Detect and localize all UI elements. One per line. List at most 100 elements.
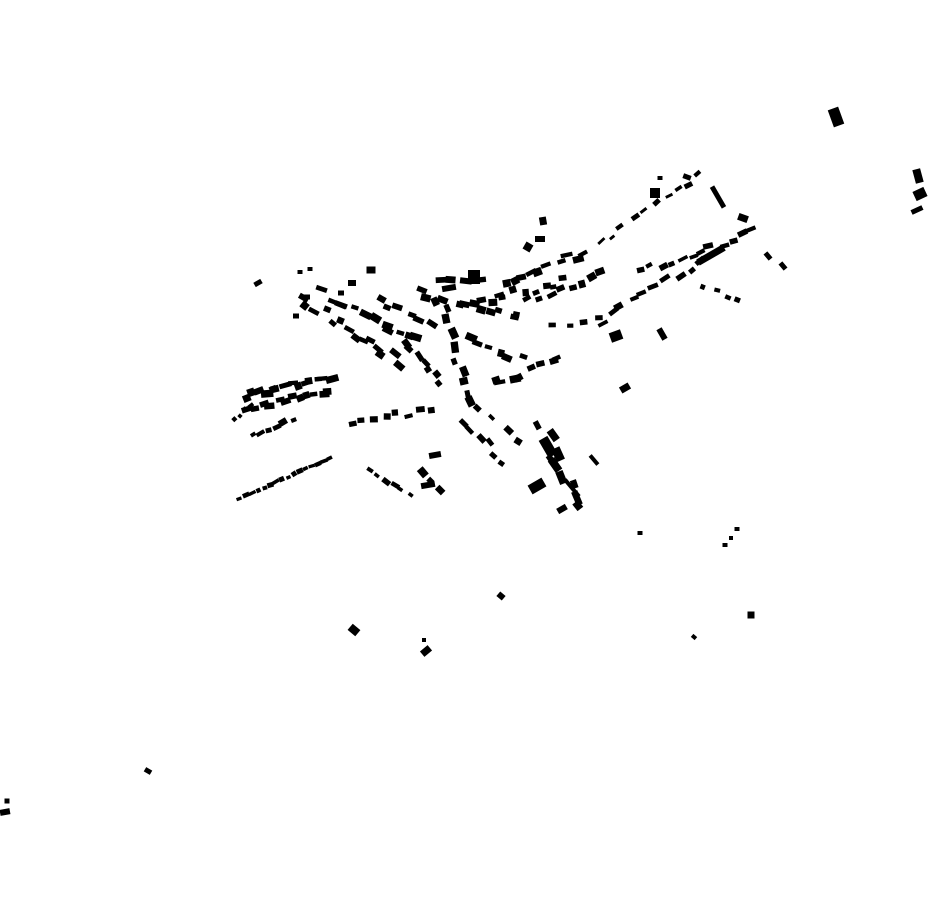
building	[615, 222, 624, 231]
building	[450, 357, 458, 366]
building	[532, 420, 542, 431]
building	[522, 288, 530, 297]
building	[389, 347, 402, 360]
building	[535, 236, 545, 242]
building	[667, 260, 676, 268]
building	[422, 638, 426, 642]
building	[512, 310, 521, 319]
building	[290, 470, 298, 478]
building	[503, 424, 515, 436]
building	[383, 413, 391, 420]
building	[526, 363, 537, 372]
building	[241, 491, 251, 499]
building	[508, 285, 518, 295]
building	[263, 402, 275, 410]
building	[531, 266, 543, 278]
building	[250, 405, 260, 413]
building	[366, 466, 374, 474]
building	[912, 168, 924, 184]
building	[336, 316, 345, 325]
building	[265, 427, 273, 434]
building	[350, 304, 360, 311]
building	[307, 306, 320, 316]
building	[522, 241, 534, 253]
building	[612, 301, 624, 312]
building	[496, 591, 506, 601]
building	[325, 373, 340, 384]
building	[247, 402, 255, 409]
building	[302, 390, 311, 400]
building	[458, 376, 469, 386]
building	[464, 424, 475, 435]
building	[747, 611, 755, 619]
building	[690, 633, 698, 641]
building	[253, 278, 263, 288]
building	[568, 284, 578, 292]
building	[695, 248, 706, 257]
building	[485, 307, 497, 317]
building	[696, 244, 726, 266]
building	[652, 197, 661, 207]
building	[519, 352, 528, 360]
building	[441, 313, 451, 325]
building	[277, 417, 289, 427]
building	[658, 261, 669, 272]
building	[235, 496, 243, 502]
building	[403, 343, 414, 354]
building	[699, 283, 706, 291]
building	[513, 372, 524, 383]
building	[309, 391, 318, 397]
building	[547, 456, 563, 474]
building	[408, 331, 423, 343]
building	[572, 500, 584, 512]
building	[248, 489, 257, 497]
building	[560, 251, 573, 259]
building	[430, 296, 440, 307]
building	[702, 242, 714, 250]
building	[404, 413, 414, 420]
building	[657, 176, 663, 180]
building	[374, 349, 386, 360]
building	[293, 313, 299, 319]
building	[656, 327, 668, 341]
building	[441, 283, 457, 293]
building	[369, 416, 378, 423]
building	[493, 379, 506, 386]
building	[736, 228, 749, 238]
building	[549, 284, 557, 290]
building	[546, 428, 560, 443]
building	[683, 181, 694, 190]
building	[297, 292, 310, 303]
building	[348, 420, 358, 428]
building	[396, 486, 404, 493]
building	[597, 319, 609, 328]
building	[237, 413, 243, 419]
building	[522, 294, 532, 303]
building	[416, 466, 429, 479]
building	[373, 472, 380, 479]
building	[381, 325, 394, 336]
building	[538, 216, 548, 226]
building	[420, 480, 436, 490]
building	[502, 278, 512, 288]
building	[304, 376, 313, 386]
building	[369, 312, 383, 325]
building	[295, 393, 305, 403]
building	[143, 767, 153, 775]
building	[475, 304, 487, 315]
building	[912, 186, 928, 202]
building	[262, 485, 268, 491]
building	[241, 406, 247, 412]
building	[459, 365, 470, 378]
building	[393, 359, 406, 372]
building	[447, 326, 460, 340]
building	[629, 294, 640, 302]
building	[635, 289, 647, 298]
building	[586, 271, 598, 283]
building	[322, 387, 332, 396]
building	[255, 487, 262, 494]
building	[322, 305, 332, 314]
building	[497, 459, 506, 468]
building	[546, 290, 558, 300]
building	[304, 294, 310, 300]
